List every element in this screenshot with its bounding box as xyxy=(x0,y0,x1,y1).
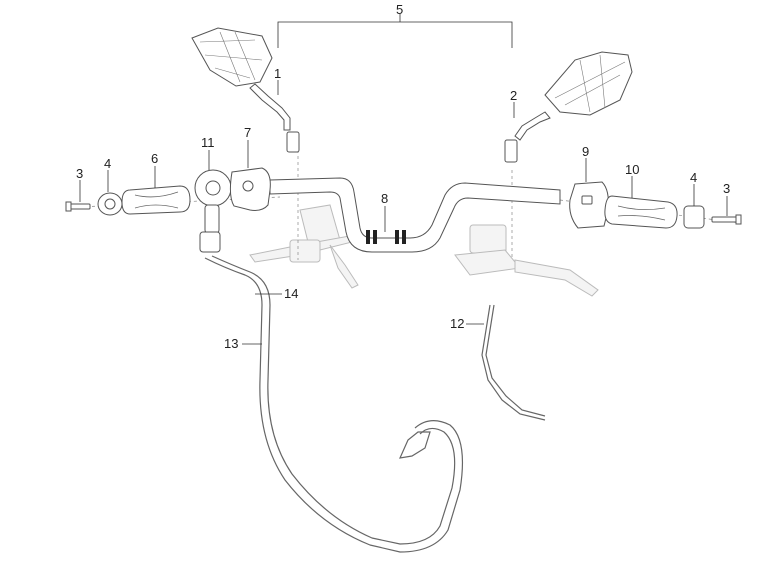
callout-14: 14 xyxy=(284,286,298,301)
callout-10: 10 xyxy=(625,162,639,177)
left-throttle-housing xyxy=(194,169,232,253)
leader-5 xyxy=(277,14,513,48)
callout-4-right: 4 xyxy=(690,170,697,185)
callout-5: 5 xyxy=(396,2,403,17)
left-switch-housing xyxy=(229,167,271,211)
right-bar-end-weight xyxy=(683,205,705,229)
left-mirror xyxy=(191,27,300,153)
right-lever-assembly xyxy=(454,224,599,297)
wire-12 xyxy=(481,304,546,421)
callout-3-right: 3 xyxy=(723,181,730,196)
callout-11: 11 xyxy=(201,135,215,150)
callout-9: 9 xyxy=(582,144,589,159)
right-bar-end-bolt xyxy=(711,214,742,225)
callout-6: 6 xyxy=(151,151,158,166)
callout-7: 7 xyxy=(244,125,251,140)
right-grip xyxy=(604,195,678,229)
left-lever-assembly xyxy=(249,204,359,289)
callout-4-left: 4 xyxy=(104,156,111,171)
callout-13: 13 xyxy=(224,336,238,351)
callout-2: 2 xyxy=(510,88,517,103)
callout-3-left: 3 xyxy=(76,166,83,181)
throttle-cables xyxy=(204,255,464,553)
handlebar xyxy=(269,177,561,253)
callout-12: 12 xyxy=(450,316,464,331)
left-bar-end-bolt xyxy=(65,201,91,212)
left-grip xyxy=(121,185,191,215)
callout-8: 8 xyxy=(381,191,388,206)
callout-1: 1 xyxy=(274,66,281,81)
right-switch-housing xyxy=(569,181,609,229)
left-bar-end-weight xyxy=(97,192,123,216)
right-mirror xyxy=(504,51,633,163)
